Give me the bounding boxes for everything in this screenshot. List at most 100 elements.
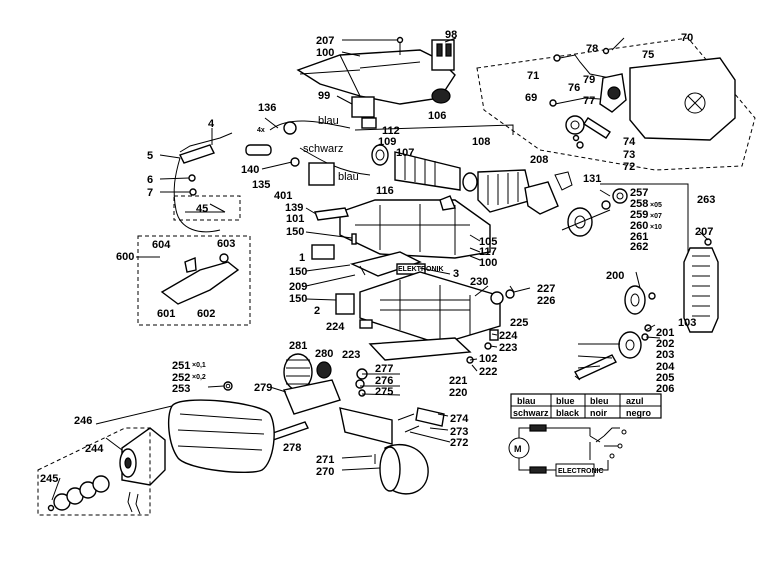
table-cell-0-0: blau xyxy=(517,396,536,406)
label-202: 202 xyxy=(656,338,674,350)
label-270: 270 xyxy=(316,466,334,478)
wire-label-schwarz: schwarz xyxy=(303,143,343,155)
label-277: 277 xyxy=(375,363,393,375)
wire-label-blau-top: blau xyxy=(318,115,339,127)
label-245: 245 xyxy=(40,473,58,485)
label-4: 4 xyxy=(208,118,215,130)
label-225: 225 xyxy=(510,317,528,329)
note-260: ×10 xyxy=(650,224,662,231)
motor-group xyxy=(354,124,533,213)
label-251: 251 xyxy=(172,360,190,372)
label-230: 230 xyxy=(470,276,488,288)
label-5: 5 xyxy=(147,150,153,162)
label-273: 273 xyxy=(450,426,468,438)
label-72: 72 xyxy=(623,161,635,173)
label-100-mid: 100 xyxy=(479,257,497,269)
label-279: 279 xyxy=(254,382,272,394)
belt-roller-group xyxy=(37,381,275,516)
label-70: 70 xyxy=(681,32,693,44)
wire-color-table: blau blue bleu azul schwarz black noir n… xyxy=(510,393,662,419)
label-77: 77 xyxy=(583,95,595,107)
label-117: 117 xyxy=(479,246,497,258)
label-209: 209 xyxy=(289,281,307,293)
label-4x: 4x xyxy=(257,127,265,134)
table-cell-0-1: blue xyxy=(556,396,575,406)
label-131: 131 xyxy=(583,173,601,185)
label-45: 45 xyxy=(196,203,208,215)
label-223-a: 223 xyxy=(342,349,360,361)
part-labels: 207 98 100 70 78 75 71 79 99 69 76 77 10… xyxy=(40,29,715,485)
label-101: 101 xyxy=(286,213,304,225)
label-272: 272 xyxy=(450,437,468,449)
label-79: 79 xyxy=(583,74,595,86)
label-246: 246 xyxy=(74,415,92,427)
label-100-top: 100 xyxy=(316,47,334,59)
label-78: 78 xyxy=(586,43,598,55)
part-tag-electronic: ELEKTRONIK xyxy=(398,266,444,273)
label-3: 3 xyxy=(453,268,459,280)
label-71: 71 xyxy=(527,70,539,82)
label-205: 205 xyxy=(656,372,674,384)
label-203: 203 xyxy=(656,349,674,361)
label-6: 6 xyxy=(147,174,153,186)
label-7: 7 xyxy=(147,187,153,199)
guard-group xyxy=(476,37,756,171)
label-106: 106 xyxy=(428,110,446,122)
table-cell-1-1: black xyxy=(556,408,580,418)
label-73: 73 xyxy=(623,149,635,161)
wire-label-blau-left: blau xyxy=(338,171,359,183)
table-cell-0-3: azul xyxy=(626,396,644,406)
note-251: ×0,1 xyxy=(192,362,206,369)
label-257: 257 xyxy=(630,187,648,199)
label-74: 74 xyxy=(623,136,636,148)
label-140: 140 xyxy=(241,164,259,176)
switch-group xyxy=(245,117,377,186)
wiring-schematic: M ELECTRONIC xyxy=(508,424,627,477)
table-cell-1-2: noir xyxy=(590,408,607,418)
tensioner-group xyxy=(269,353,445,495)
label-271: 271 xyxy=(316,454,334,466)
note-259: ×07 xyxy=(650,213,662,220)
label-76: 76 xyxy=(568,82,580,94)
label-75: 75 xyxy=(642,49,654,61)
label-139: 139 xyxy=(285,202,303,214)
label-274: 274 xyxy=(450,413,469,425)
label-262: 262 xyxy=(630,241,648,253)
label-109: 109 xyxy=(378,136,396,148)
label-222: 222 xyxy=(479,366,497,378)
motor-symbol: M xyxy=(514,444,522,454)
label-259: 259 xyxy=(630,209,648,221)
label-253: 253 xyxy=(172,383,190,395)
table-cell-1-3: negro xyxy=(626,408,652,418)
label-260: 260 xyxy=(630,220,648,232)
label-102: 102 xyxy=(479,353,497,365)
label-603: 603 xyxy=(217,238,235,250)
label-226: 226 xyxy=(537,295,555,307)
cable-group xyxy=(173,132,233,233)
front-drive-group xyxy=(574,238,719,380)
wire-labels: blau schwarz blau ELEKTRONIK xyxy=(303,115,444,273)
label-136: 136 xyxy=(258,102,276,114)
label-1: 1 xyxy=(299,252,305,264)
label-224-a: 224 xyxy=(326,321,345,333)
label-208: 208 xyxy=(530,154,548,166)
label-99: 99 xyxy=(318,90,330,102)
base-plate-group xyxy=(335,251,531,364)
label-600: 600 xyxy=(116,251,134,263)
label-69: 69 xyxy=(525,92,537,104)
label-223-b: 223 xyxy=(499,342,517,354)
label-227: 227 xyxy=(537,283,555,295)
label-150-b: 150 xyxy=(289,266,307,278)
label-103: 103 xyxy=(678,317,696,329)
note-258: ×05 xyxy=(650,202,662,209)
schematic-box-label: ELECTRONIC xyxy=(558,468,604,475)
main-housing-group xyxy=(311,171,573,260)
label-2: 2 xyxy=(314,305,320,317)
label-220: 220 xyxy=(449,387,467,399)
label-108: 108 xyxy=(472,136,490,148)
label-244: 244 xyxy=(85,443,104,455)
label-601: 601 xyxy=(157,308,175,320)
table-cell-0-2: bleu xyxy=(590,396,609,406)
label-604: 604 xyxy=(152,239,171,251)
label-275: 275 xyxy=(375,386,393,398)
